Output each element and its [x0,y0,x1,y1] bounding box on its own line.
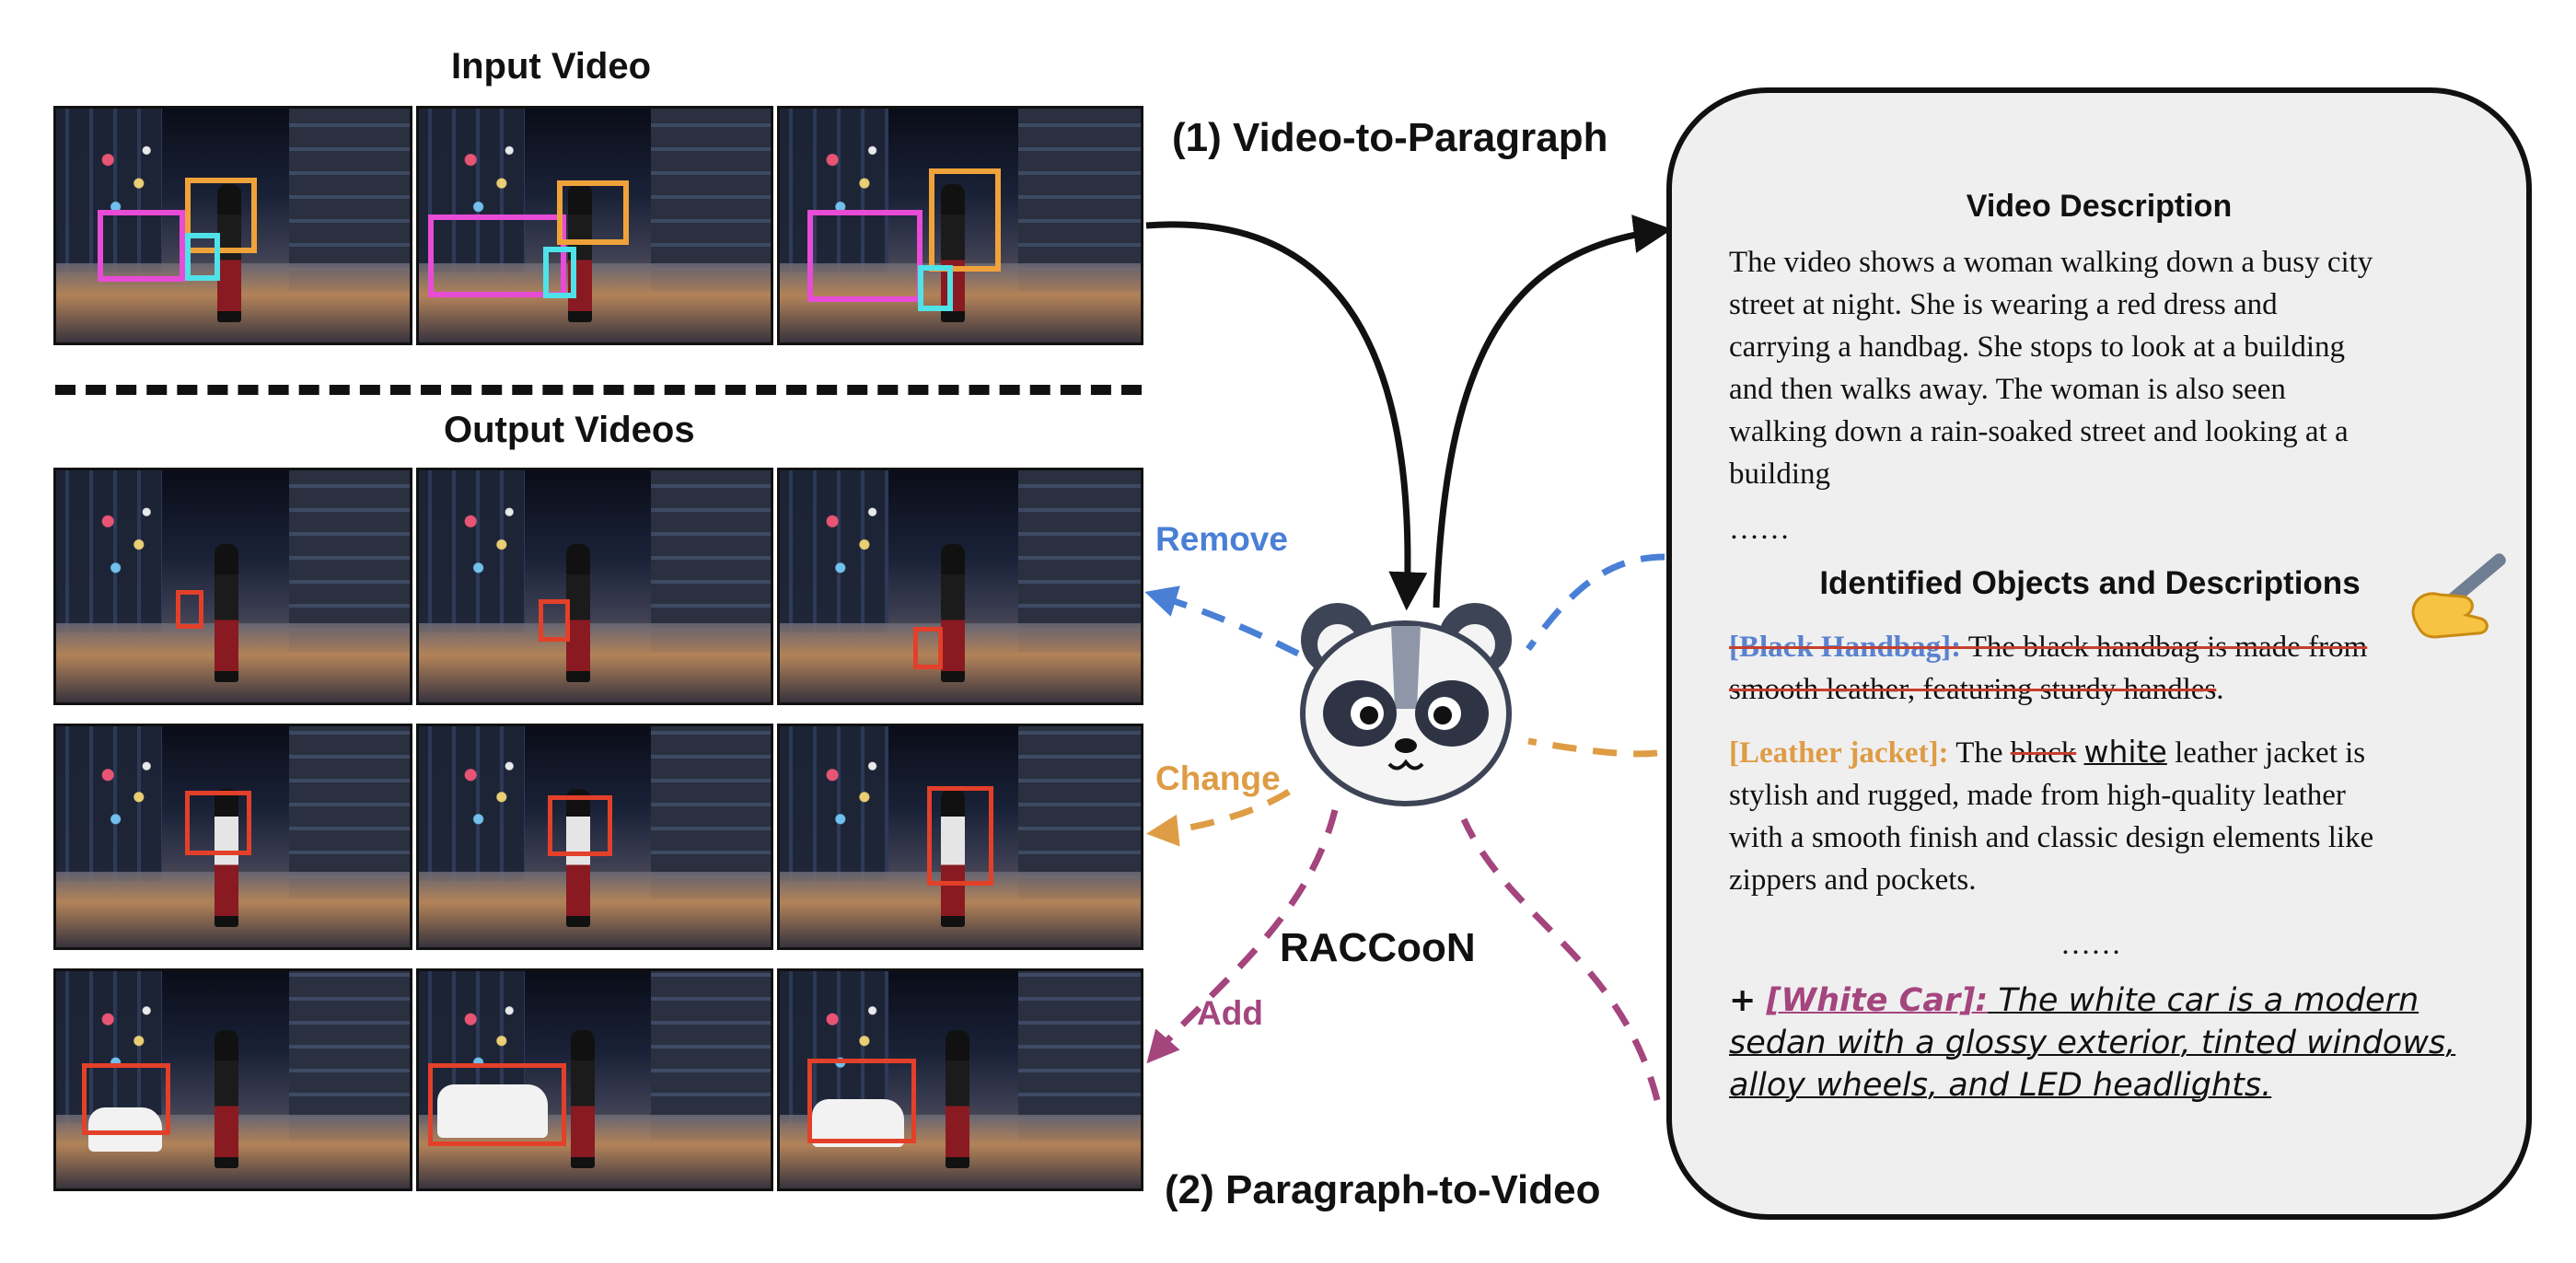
bbox-jacket [185,178,257,253]
ellipsis: …… [2060,928,2121,961]
obj3-line: sedan with a glossy exterior, tinted win… [1729,1025,2456,1061]
obj2-struck-word: black [2010,736,2077,770]
obj1-text-2: smooth leather, featuring sturdy handles [1729,673,2217,706]
obj2-line: with a smooth finish and classic design … [1729,821,2374,854]
label-remove: Remove [1155,520,1288,558]
object-black-handbag: [Black Handbag]: The black handbag is ma… [1729,626,2493,711]
obj3-tag: [White Car]: [1766,982,1989,1019]
arrow-add-left [1146,809,1339,1064]
bbox-jacket [557,180,629,245]
obj2-the: The [1948,736,2011,770]
arrow-change [1153,737,1658,833]
desc-line: The video shows a woman walking down a b… [1729,246,2373,279]
obj3-text: The white car is a modern [1988,982,2419,1019]
bbox-handbag-region [807,210,922,302]
bbox-handbag-region [428,214,566,297]
desc-line: carrying a handbag. She stops to look at… [1729,330,2346,364]
separator-dashed [55,385,1142,395]
label-add: Add [1197,994,1263,1032]
arrow-model-to-panel [1433,214,1673,608]
desc-line: building [1729,458,1831,491]
step-paragraph-to-video: (2) Paragraph-to-Video [1165,1167,1601,1212]
obj2-new-word: white [2083,734,2167,770]
bbox-jacket [929,168,1001,272]
object-leather-jacket: [Leather jacket]: The black white leathe… [1729,731,2493,901]
output-add-frame-2 [416,968,773,1191]
obj2-tag: [Leather jacket]: [1729,736,1949,770]
obj1-text: The black handbag is made from [1961,631,2368,664]
output-remove-frame-1 [53,468,412,705]
input-video-title: Input Video [451,46,652,87]
input-frame-3 [777,106,1143,345]
output-remove-frame-3 [777,468,1143,705]
obj1-period: . [2216,673,2224,706]
desc-line: walking down a rain-soaked street and lo… [1729,415,2349,448]
output-remove-frame-2 [416,468,773,705]
output-videos-title: Output Videos [444,410,695,450]
obj2-rest: leather jacket is [2166,736,2366,770]
bbox-handbag-region [98,210,185,282]
add-plus: + [1729,982,1757,1019]
obj2-line: zippers and pockets. [1729,863,1977,897]
obj1-tag: [Black Handbag]: [1729,631,1962,664]
object-white-car: + [White Car]: The white car is a modern… [1729,979,2521,1107]
arrow-remove [1151,553,1665,657]
label-change: Change [1155,759,1281,797]
obj3-line: alloy wheels, and LED headlights. [1729,1067,2272,1104]
desc-line: and then walks away. The woman is also s… [1729,373,2286,406]
identified-objects-title: Identified Objects and Descriptions [1819,565,2361,601]
obj2-line: stylish and rugged, made from high-quali… [1729,779,2346,812]
output-change-frame-3 [777,724,1143,950]
description-panel [1666,87,2532,1220]
output-add-frame-3 [777,968,1143,1191]
bbox-handbag [185,233,220,281]
output-add-frame-1 [53,968,412,1191]
arrow-video-to-model [1145,221,1428,611]
raccoon-mascot-icon [1300,603,1512,806]
video-description-title: Video Description [1966,189,2233,224]
ellipsis: …… [1729,513,1790,546]
input-frame-2 [416,106,773,345]
bbox-handbag [543,247,576,298]
output-change-frame-2 [416,724,773,950]
model-name: RACCooN [1280,925,1476,970]
output-change-frame-1 [53,724,412,950]
desc-line: street at night. She is wearing a red dr… [1729,288,2278,321]
arrow-add [1460,817,1661,1101]
input-frame-1 [53,106,412,345]
writing-hand-icon [2411,553,2506,639]
bbox-handbag [918,265,953,311]
video-description-text: The video shows a woman walking down a b… [1729,241,2493,495]
step-video-to-paragraph: (1) Video-to-Paragraph [1172,115,1608,160]
